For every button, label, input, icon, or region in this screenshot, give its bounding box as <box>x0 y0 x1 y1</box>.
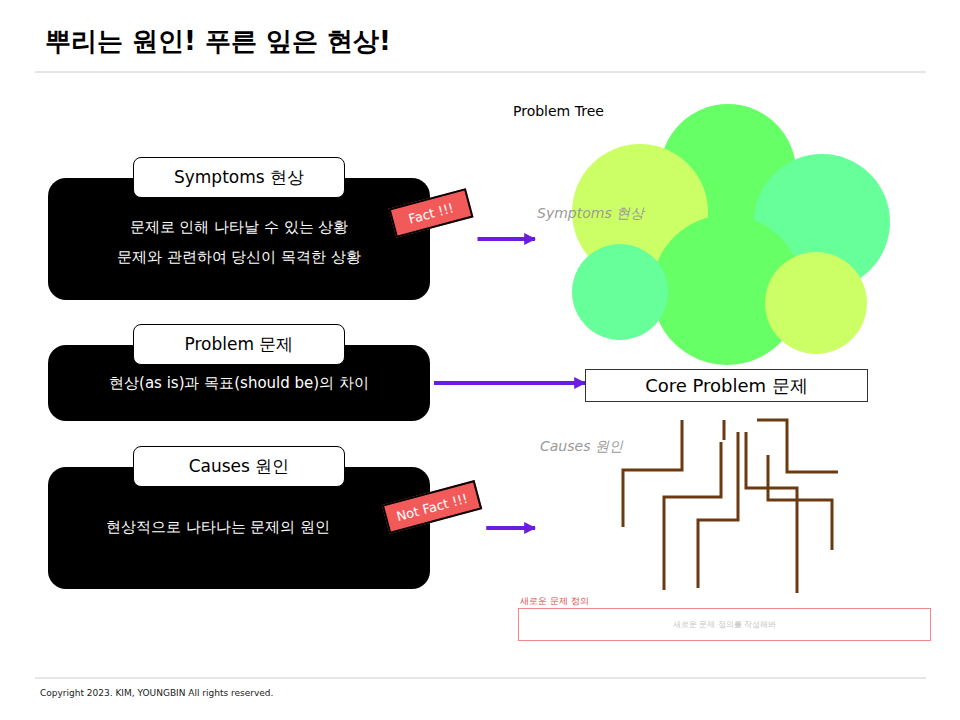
page-title: 뿌리는 원인! 푸른 잎은 현상! <box>45 24 391 59</box>
core-problem-box: Core Problem 문제 <box>585 369 868 402</box>
tree-part-label: Causes 원인 <box>540 438 623 456</box>
box-heading: Problem 문제 <box>133 324 345 365</box>
root-lines <box>623 420 838 593</box>
tree-part-label: Symptoms 현상 <box>537 205 644 223</box>
box-body: 문제와 관련하여 당신이 목격한 상황 <box>48 248 430 267</box>
box-body: 문제로 인해 나타날 수 있는 상황 <box>48 218 430 237</box>
arrow-connector <box>434 381 585 385</box>
arrow-connector <box>478 237 535 241</box>
leaf-canopy <box>572 104 890 365</box>
root-area: Causes 원인 <box>535 410 850 600</box>
problem-box: Problem 문제현상(as is)과 목표(should be)의 차이 <box>48 345 430 421</box>
arrow-connector <box>486 526 535 530</box>
node-text: Core Problem 문제 <box>645 374 808 398</box>
copyright-note: Copyright 2023. KIM, YOUNGBIN All rights… <box>40 688 273 698</box>
not-fact-tag: Not Fact !!! <box>382 480 482 534</box>
cause-box: Causes 원인현상적으로 나타나는 문제의 원인Not Fact !!! <box>48 467 430 589</box>
diagram-label: Problem Tree <box>513 103 604 119</box>
box-body: 현상(as is)과 목표(should be)의 차이 <box>48 374 430 393</box>
placeholder-text: 새로운 문제 정의를 작성해봐 <box>518 608 931 641</box>
symptom-box: Symptoms 현상문제로 인해 나타날 수 있는 상황문제와 관련하여 당신… <box>48 178 430 300</box>
leaf-canopy-area: Symptoms 현상 <box>535 100 895 372</box>
tag-text: Fact !!! <box>407 200 456 226</box>
fact-tag: Fact !!! <box>388 188 473 238</box>
box-body: 현상적으로 나타나는 문제의 원인 <box>48 518 388 537</box>
tag-text: Not Fact !!! <box>395 490 470 523</box>
footer-rule <box>35 678 926 679</box>
title-rule <box>35 72 926 73</box>
box-heading: Causes 원인 <box>133 446 345 487</box>
new-definition-box: 새로운 문제 정의새로운 문제 정의를 작성해봐 <box>518 595 931 642</box>
box-heading: 새로운 문제 정의 <box>520 595 589 608</box>
box-heading: Symptoms 현상 <box>133 157 345 198</box>
